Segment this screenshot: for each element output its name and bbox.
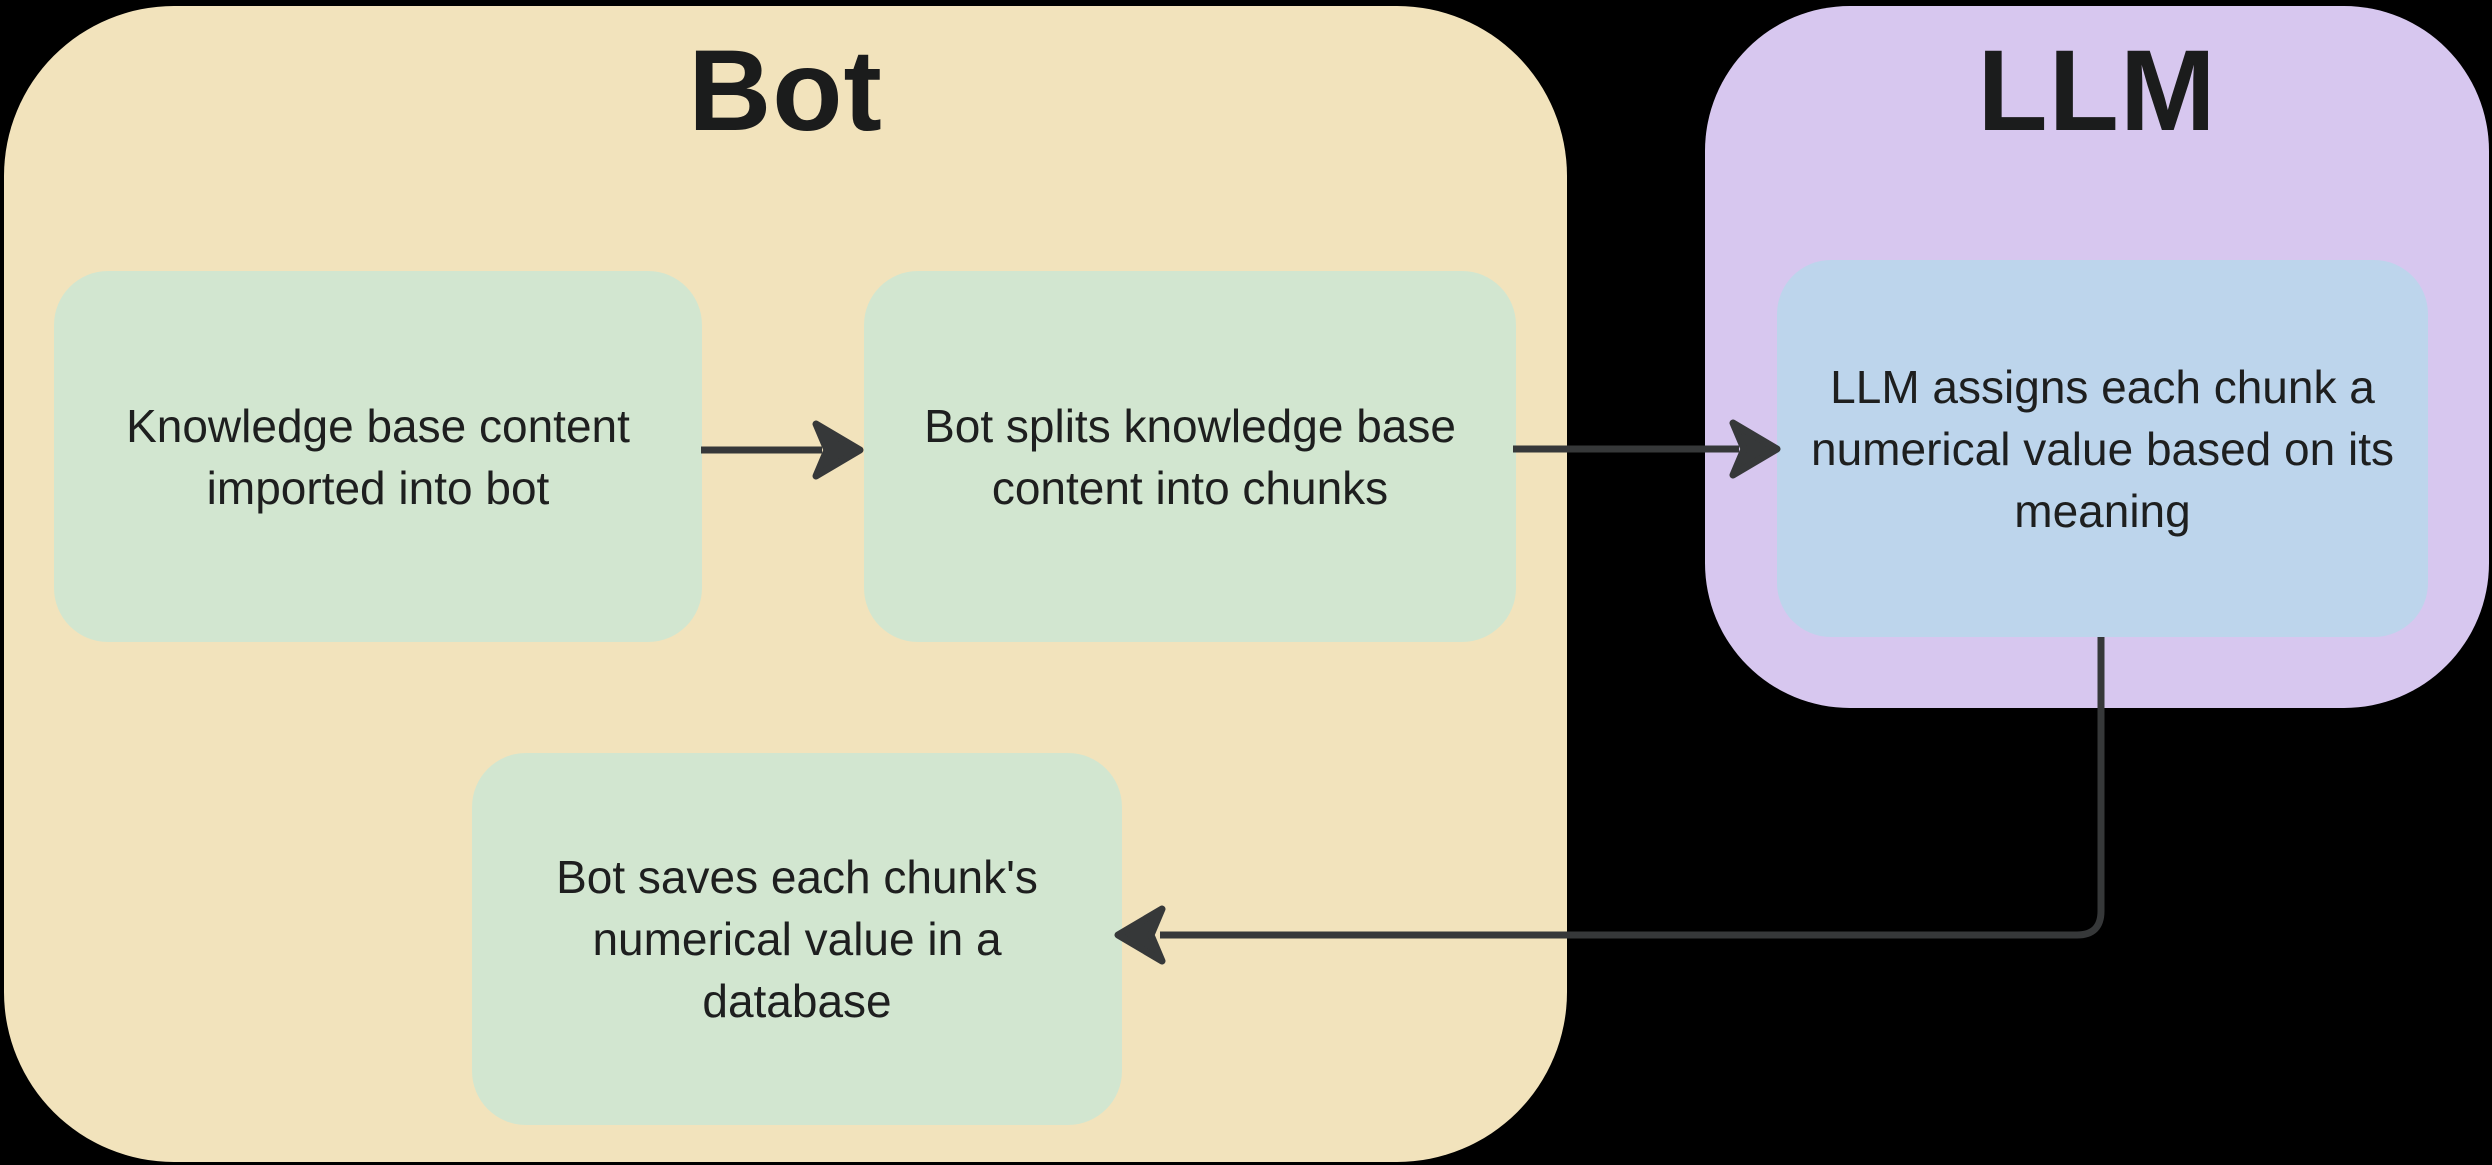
node-text-line: numerical value in a (592, 913, 1002, 965)
llm-title: LLM (1977, 27, 2217, 155)
node-text-line: LLM assigns each chunk a (1830, 360, 2375, 413)
node-text-line: content into chunks (991, 461, 1389, 514)
node-text-line: database (702, 975, 892, 1027)
node-knowledge-import: Knowledge base content imported into bot (54, 271, 702, 642)
node-text-line: Bot saves each chunk's (556, 851, 1038, 903)
node-llm-assign: LLM assigns each chunk a numerical value… (1777, 260, 2428, 637)
node-text-line: meaning (2014, 484, 2191, 537)
node-split-chunks: Bot splits knowledge base content into c… (864, 271, 1516, 642)
bot-container: Bot Knowledge base content imported into… (4, 6, 1567, 1162)
node-text-line: imported into bot (206, 461, 550, 514)
node-text-line: Knowledge base content (126, 399, 630, 452)
node-text-line: numerical value based on its (1811, 422, 2394, 475)
bot-title: Bot (688, 27, 883, 155)
llm-container: LLM LLM assigns each chunk a numerical v… (1705, 6, 2489, 708)
node-save-database: Bot saves each chunk's numerical value i… (472, 753, 1122, 1125)
node-text-line: Bot splits knowledge base (924, 399, 1456, 452)
